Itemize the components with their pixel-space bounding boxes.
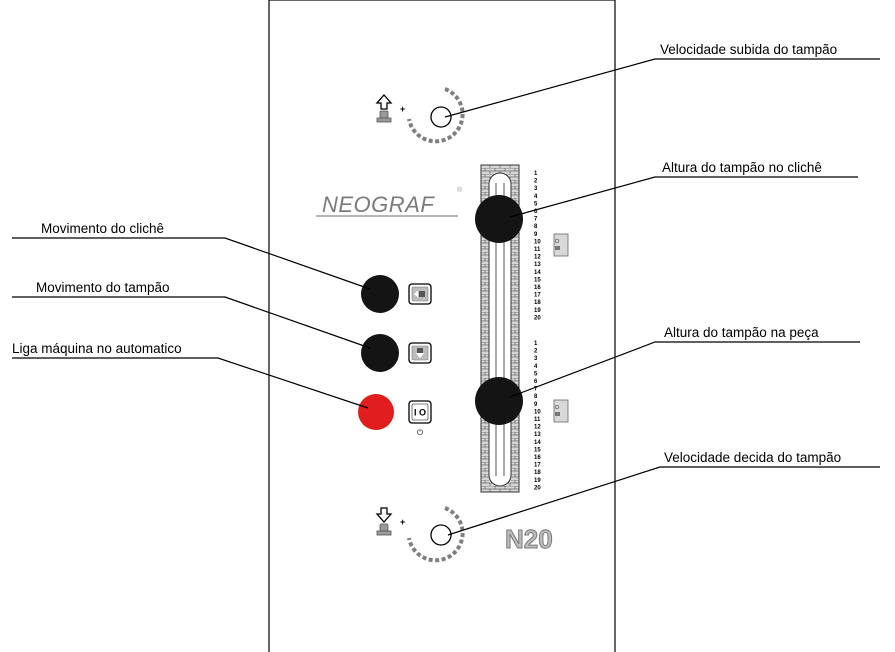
scale-number: 7 [534, 217, 538, 223]
scale-number: 15 [534, 447, 541, 453]
power-symbol: ⏻ [417, 428, 424, 437]
scale-number: 12 [534, 255, 541, 261]
power-toggle-icon: I O [408, 400, 432, 424]
pad-down-speed-icon: + [375, 507, 405, 536]
scale-number: 10 [534, 409, 541, 415]
svg-text:+: + [400, 104, 405, 114]
speed-up-knob[interactable] [430, 106, 452, 128]
brand-name: NEOGRAF [322, 192, 435, 217]
scale-number: 19 [534, 478, 541, 484]
leader-speed-up [444, 58, 880, 118]
scale-number: 10 [534, 239, 541, 245]
auto-start-button[interactable] [358, 394, 394, 430]
scale-number: 18 [534, 470, 541, 476]
speed-up-dial-arc [407, 87, 465, 144]
callout-auto-start: Liga máquina no automatico [12, 341, 182, 356]
speed-down-knob[interactable] [430, 524, 452, 546]
scale-number: 12 [534, 425, 541, 431]
pad-up-speed-icon: + [375, 94, 405, 123]
scale-number: 20 [534, 485, 541, 491]
leader-cliche-movement [12, 237, 371, 290]
leader-speed-down [447, 466, 880, 536]
scale-number: 2 [534, 349, 538, 355]
leader-pad-movement [12, 296, 371, 349]
scale-number: 1 [534, 171, 538, 177]
brand-registered-mark: ® [457, 186, 463, 194]
scale-number: 19 [534, 308, 541, 314]
scale-number: 18 [534, 300, 541, 306]
speed-down-knob-group: + [375, 506, 465, 563]
scale-number: 6 [534, 209, 538, 215]
svg-text:I O: I O [414, 408, 426, 418]
scale-number: 7 [534, 387, 538, 393]
scale-number: 13 [534, 432, 541, 438]
pad-move-icon [408, 342, 432, 364]
machine-panel [268, 0, 616, 652]
callout-height-part: Altura do tampão na peça [664, 325, 819, 340]
scale-number: 8 [534, 394, 538, 400]
scale-number: 17 [534, 293, 541, 299]
callout-speed-down: Velocidade decida do tampão [664, 450, 841, 465]
callout-height-cliche: Altura do tampão no clichê [662, 160, 822, 175]
scale-number: 13 [534, 262, 541, 268]
scale-number: 17 [534, 463, 541, 469]
scale-number: 9 [534, 402, 538, 408]
scale-number: 20 [534, 315, 541, 321]
leader-height-cliche [509, 176, 858, 218]
leader-height-part [509, 341, 860, 398]
scale-number: 16 [534, 285, 541, 291]
cliche-move-icon [408, 283, 432, 305]
scale-number: 3 [534, 186, 538, 192]
scale-number: 6 [534, 379, 538, 385]
scale-number: 14 [534, 440, 541, 446]
callout-pad-movement: Movimento do tampão [36, 280, 170, 295]
cliche-height-knob[interactable] [475, 195, 523, 243]
scale-number: 14 [534, 270, 541, 276]
cliche-height-indicator-icon [553, 233, 569, 257]
part-height-knob[interactable] [475, 377, 523, 425]
scale-number: 11 [534, 247, 541, 253]
scale-number: 8 [534, 224, 538, 230]
scale-number: 3 [534, 356, 538, 362]
callout-speed-up: Velocidade subida do tampão [660, 42, 837, 57]
svg-text:+: + [400, 517, 405, 527]
cliche-movement-button[interactable] [361, 275, 399, 313]
speed-up-knob-group: + [375, 87, 465, 144]
part-height-indicator-icon [553, 399, 569, 423]
scale-number: 16 [534, 455, 541, 461]
scale-number: 5 [534, 201, 538, 207]
scale-number: 2 [534, 179, 538, 185]
scale-number: 4 [534, 364, 538, 370]
speed-down-dial-arc [407, 506, 465, 563]
scale-number: 15 [534, 277, 541, 283]
scale-number: 1 [534, 341, 538, 347]
scale-number: 9 [534, 232, 538, 238]
scale-number: 4 [534, 194, 538, 200]
leader-auto-start [12, 357, 369, 409]
scale-number: 5 [534, 371, 538, 377]
pad-movement-button[interactable] [361, 334, 399, 372]
model-name: N20 [505, 524, 553, 554]
callout-cliche-movement: Movimento do clichê [41, 221, 164, 236]
scale-number: 11 [534, 417, 541, 423]
